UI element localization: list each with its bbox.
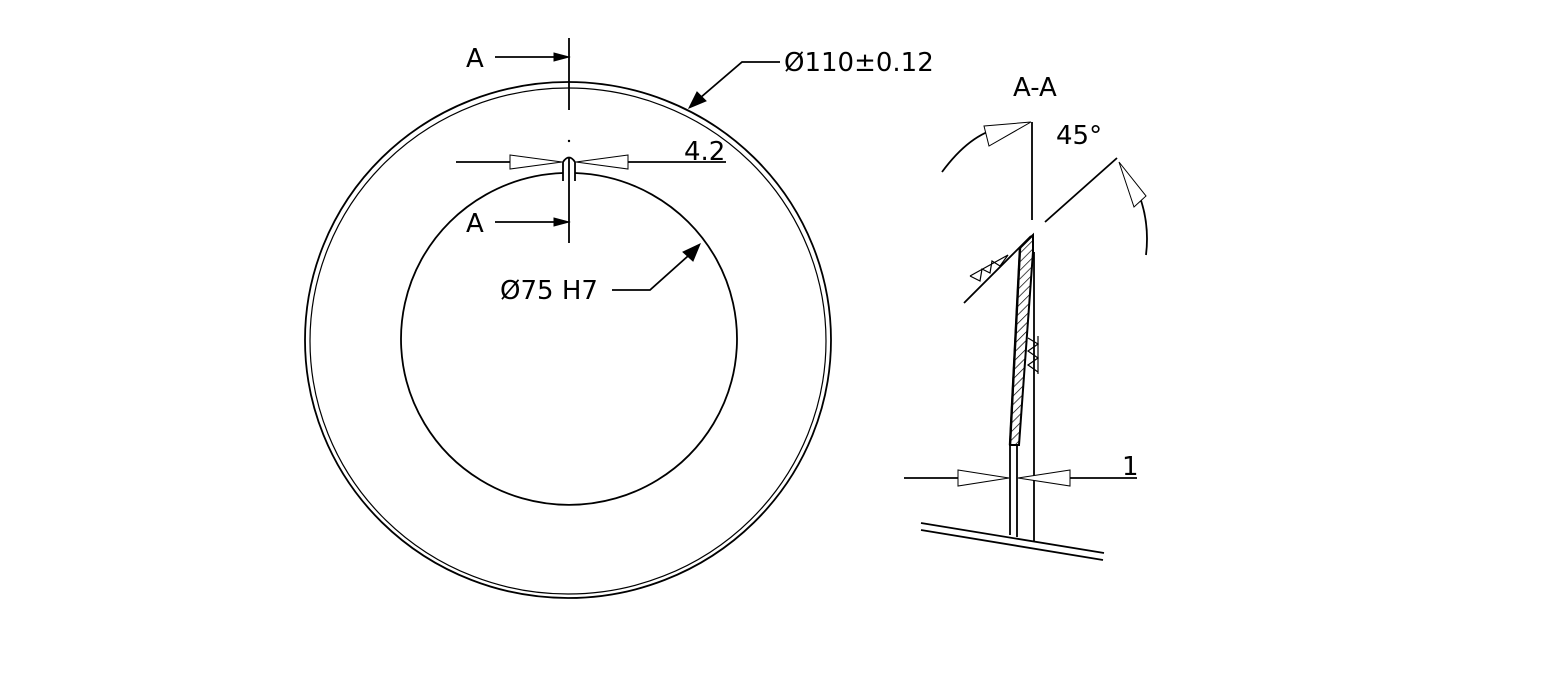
weld-symbol-top [969, 254, 1009, 282]
slot-dim-arrow-right [575, 154, 629, 170]
center-mark-dot [567, 139, 571, 143]
slot-width-label: 4.2 [684, 137, 725, 167]
inner-bore-outline [400, 172, 738, 506]
weld-leader-top [963, 235, 1032, 304]
thickness-dim-arrow-right [1017, 469, 1071, 487]
section-arrow-bottom-head [553, 217, 571, 227]
outer-diameter-leader [699, 61, 780, 99]
outer-diameter-label: Ø110±0.12 [784, 48, 934, 78]
thickness-dim-arrow-left [957, 469, 1010, 487]
profile-inner-edge [1008, 247, 1022, 446]
front-view: A A 4.2 Ø110±0.12 Ø75 H7 [304, 38, 934, 599]
weld-symbol-middle [1026, 337, 1040, 373]
inner-diameter-arrow [682, 242, 701, 262]
slot-dim-arrow-left [509, 154, 563, 170]
hatched-profile [1008, 232, 1034, 446]
section-title: A-A [1013, 73, 1057, 103]
thickness-label: 1 [1122, 452, 1139, 482]
outer-circle [304, 81, 832, 599]
outer-diameter-arrow [687, 91, 707, 109]
section-marker-bottom: A [466, 209, 484, 239]
outer-circle-inner-edge [309, 87, 827, 595]
inner-diameter-label: Ø75 H7 [500, 276, 598, 306]
section-view: A-A 45° 1 [904, 73, 1148, 561]
section-marker-top: A [466, 44, 484, 74]
angle-label: 45° [1056, 121, 1102, 151]
angle-arrow-right [1118, 161, 1147, 208]
inner-diameter-leader [612, 255, 689, 291]
angled-reference-line [1044, 157, 1118, 223]
section-arrow-top-head [553, 52, 571, 62]
base-line-top [920, 522, 1105, 554]
base-line-bottom [920, 529, 1104, 561]
slot-outline [562, 156, 576, 181]
angle-arrow-left [983, 121, 1032, 147]
